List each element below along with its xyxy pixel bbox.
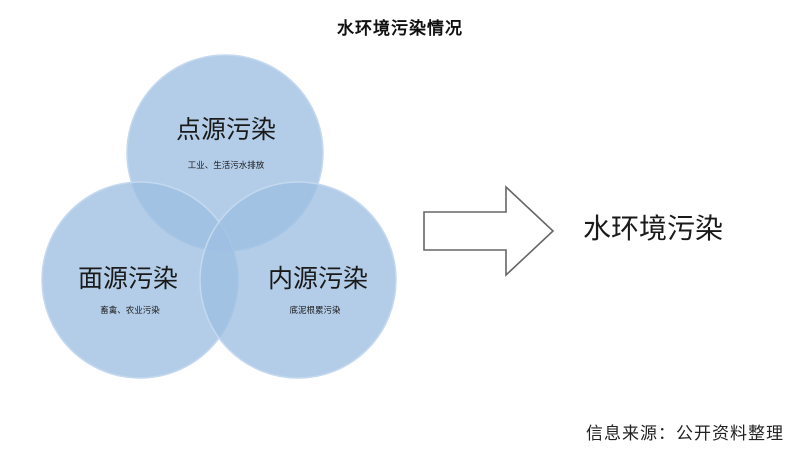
result-label: 水环境污染 [583, 212, 723, 245]
source-note: 信息来源：公开资料整理 [586, 424, 784, 444]
venn-circles [41, 54, 397, 379]
internal-source-label: 内源污染 [268, 264, 368, 293]
internal-source-sublabel: 底泥根累污染 [289, 305, 341, 316]
right-arrow-icon [423, 185, 555, 277]
internal-source-circle [199, 181, 397, 379]
area-source-sublabel: 畜禽、农业污染 [100, 305, 160, 316]
diagram-title: 水环境污染情况 [337, 19, 463, 39]
point-source-sublabel: 工业、生活污水排放 [188, 160, 265, 171]
point-source-label: 点源污染 [176, 115, 276, 144]
area-source-label: 面源污染 [78, 264, 178, 293]
